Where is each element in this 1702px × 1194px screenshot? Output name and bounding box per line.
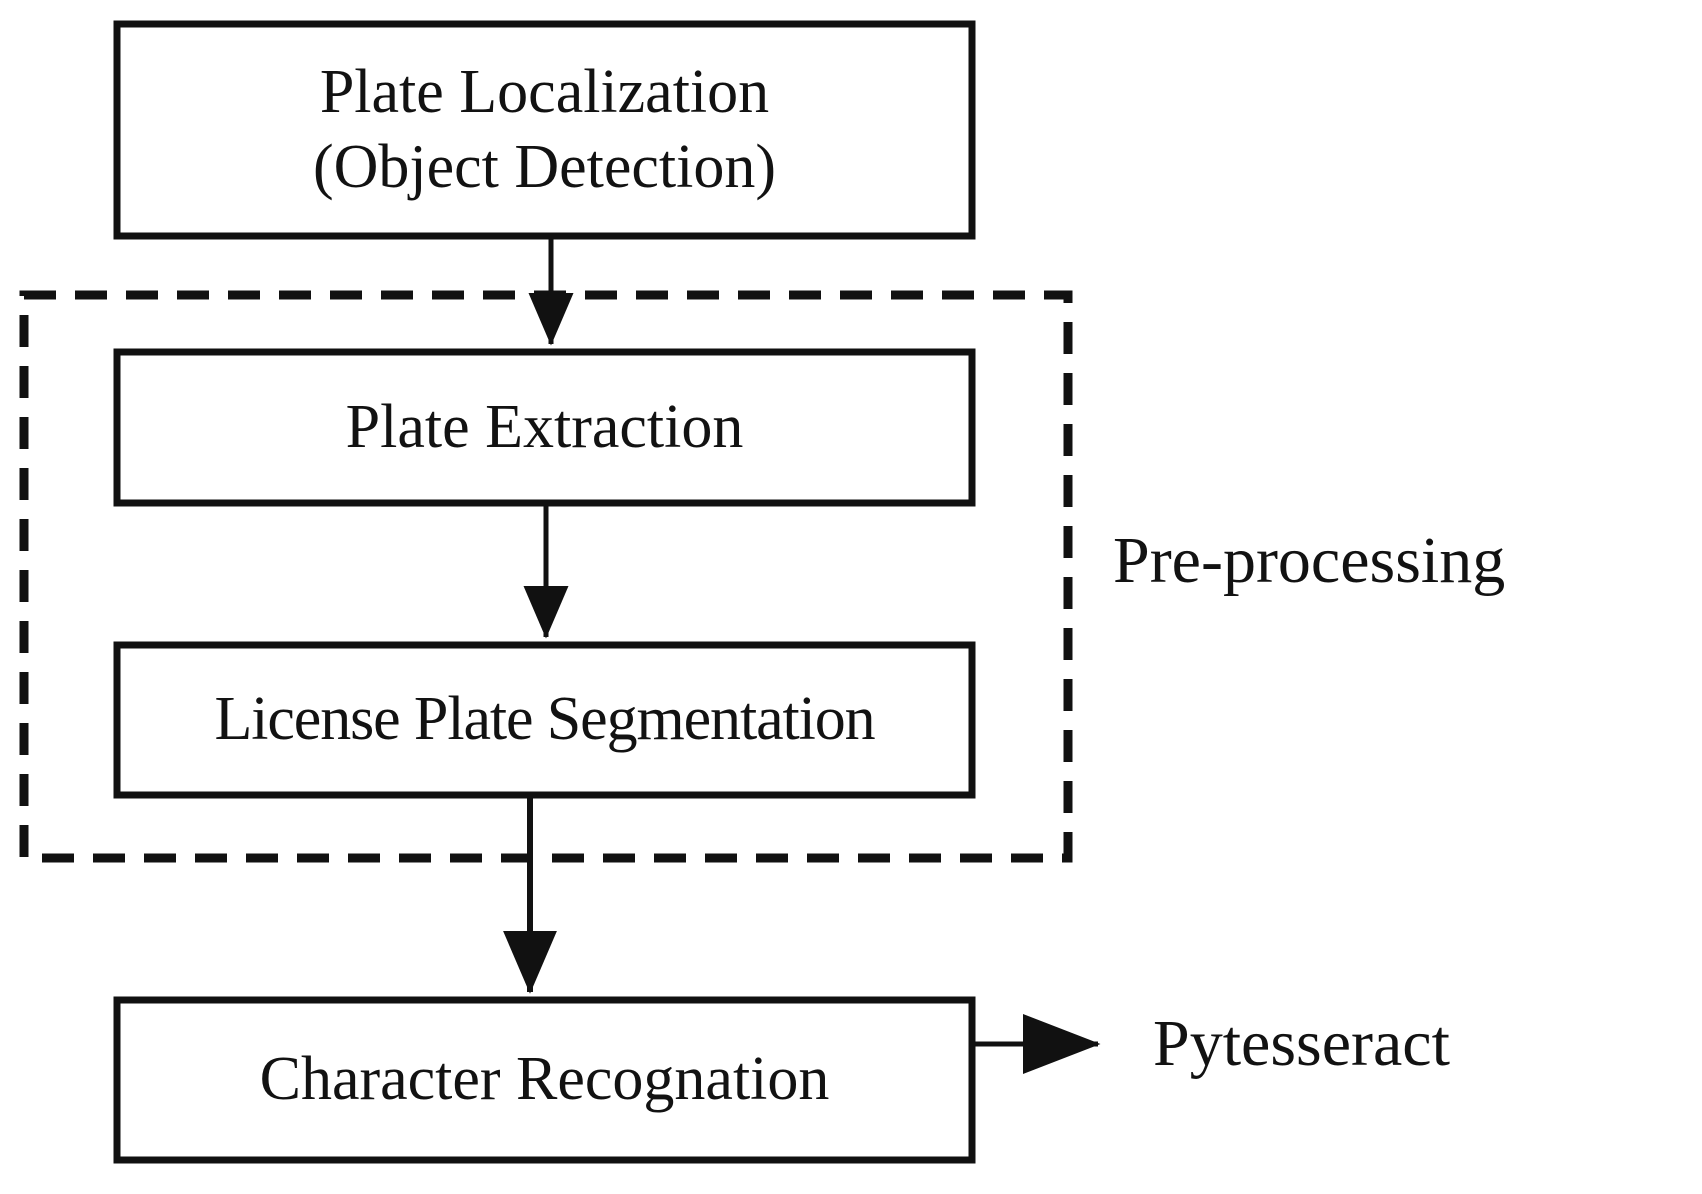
- pre-processing-group-label: Pre-processing: [1113, 524, 1506, 597]
- plate-extraction-box: [113, 348, 976, 507]
- plate-localization-box: [113, 20, 976, 240]
- license-plate-segmentation-box: [113, 641, 976, 799]
- pytesseract-label: Pytesseract: [1153, 1007, 1450, 1080]
- character-recognation-box: [113, 996, 976, 1164]
